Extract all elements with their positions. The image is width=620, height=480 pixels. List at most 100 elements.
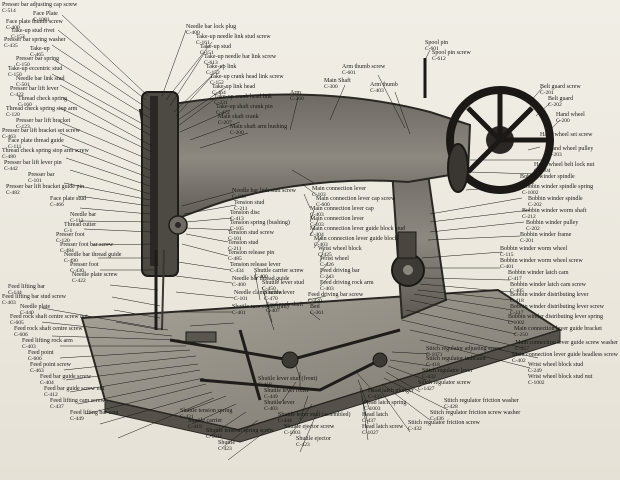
part-name: Wrist wheel: [320, 256, 349, 262]
part-code: C-1003: [364, 406, 381, 413]
part-name: Presser foot: [70, 262, 99, 268]
shuttle-carrier: [281, 351, 299, 369]
part-name: Belt guard screw: [540, 84, 581, 90]
part-code: C-202: [526, 226, 540, 233]
bed-edge: [104, 329, 561, 443]
part-name: Main shaft arm bushing: [230, 124, 288, 130]
part-code: C-361: [310, 310, 324, 317]
part-name: Thread check spring: [18, 96, 67, 102]
part-code: C-400: [254, 274, 268, 281]
part-name: Take-up eccentric stud: [8, 66, 63, 72]
part-code: C-425: [318, 252, 332, 259]
part-name: Shuttle lever: [264, 400, 295, 406]
part-code: C-433: [368, 394, 382, 401]
part-name: Feed driving bar: [320, 268, 360, 274]
part-code: C-449: [264, 394, 278, 401]
part-code: C-250: [514, 332, 528, 339]
part-label: Shuttle race cover (rail)C-401: [232, 304, 289, 317]
part-name: Needle bar: [70, 212, 97, 218]
part-code: C-601: [342, 70, 356, 77]
part-name: Main connection lever cap: [310, 206, 374, 212]
part-code: C-430: [70, 268, 84, 275]
part-name: Tension stud screw: [228, 230, 274, 236]
part-code: C-1027: [362, 430, 379, 437]
part-name: Bobbin winder worm wheel screw: [500, 258, 583, 264]
part-name: Shuttle ejector screw: [284, 424, 335, 430]
part-name: Tension stud: [234, 200, 265, 206]
part-code: C-470: [264, 296, 278, 303]
part-code: C-450: [262, 286, 276, 293]
part-code: C-412: [44, 392, 58, 399]
part-code: C-150: [16, 62, 30, 69]
part-name: Face Plate: [33, 11, 58, 17]
part-code: C-403: [370, 88, 384, 95]
part-name: Shuttle lever stud: [262, 280, 304, 286]
part-code: C-484: [60, 248, 74, 255]
part-name: Main Shaft: [324, 78, 351, 84]
part-code: C-418: [510, 298, 524, 305]
part-code: C-207: [218, 120, 232, 127]
part-name: Take-up needle link stud screw: [196, 34, 271, 40]
part-name: Face plate thumb screw: [6, 19, 63, 25]
part-code: C-402: [511, 358, 526, 365]
part-name: Shuttle lever roller: [264, 388, 309, 394]
part-code: C-201: [540, 90, 554, 97]
part-name: Shuttle tension spring: [180, 408, 233, 414]
part-label: Main connection lever guide headless scr…: [512, 352, 618, 365]
part-name: Main connection lever guide block stud: [310, 226, 406, 232]
part-name: Bobbin winder spindle: [528, 196, 583, 202]
part-name: Presser bar lift lever: [10, 86, 59, 92]
part-name: Take-up crank head link screw: [210, 74, 284, 80]
part-name: Wrist wheel block stud: [528, 362, 584, 368]
part-name: Bobbin winder latch cam screw: [510, 282, 586, 288]
part-name: Stitch regulator indicator: [426, 356, 486, 362]
hand-wheel: [446, 86, 554, 194]
part-name: Take-up crank head link: [214, 94, 273, 100]
part-name: Presser bar lift bracket set screw: [2, 128, 80, 134]
part-code: C-152: [210, 80, 224, 87]
part-code: C-413: [230, 216, 244, 223]
part-code: C-101: [228, 236, 242, 243]
hand-wheel-spokes: [466, 94, 546, 174]
part-code: C-400: [232, 282, 246, 289]
part-code: C-211: [228, 246, 242, 253]
part-code: C-432: [422, 374, 436, 381]
needle-plate: [185, 331, 217, 343]
part-name: Bobbin winder latch cam: [508, 270, 569, 276]
part-label: Shuttle lever stud (front)C-418: [258, 376, 317, 389]
bobbin-winder-frame: [397, 231, 417, 259]
part-name: Presser bar lift bracket guide pin: [6, 184, 85, 190]
